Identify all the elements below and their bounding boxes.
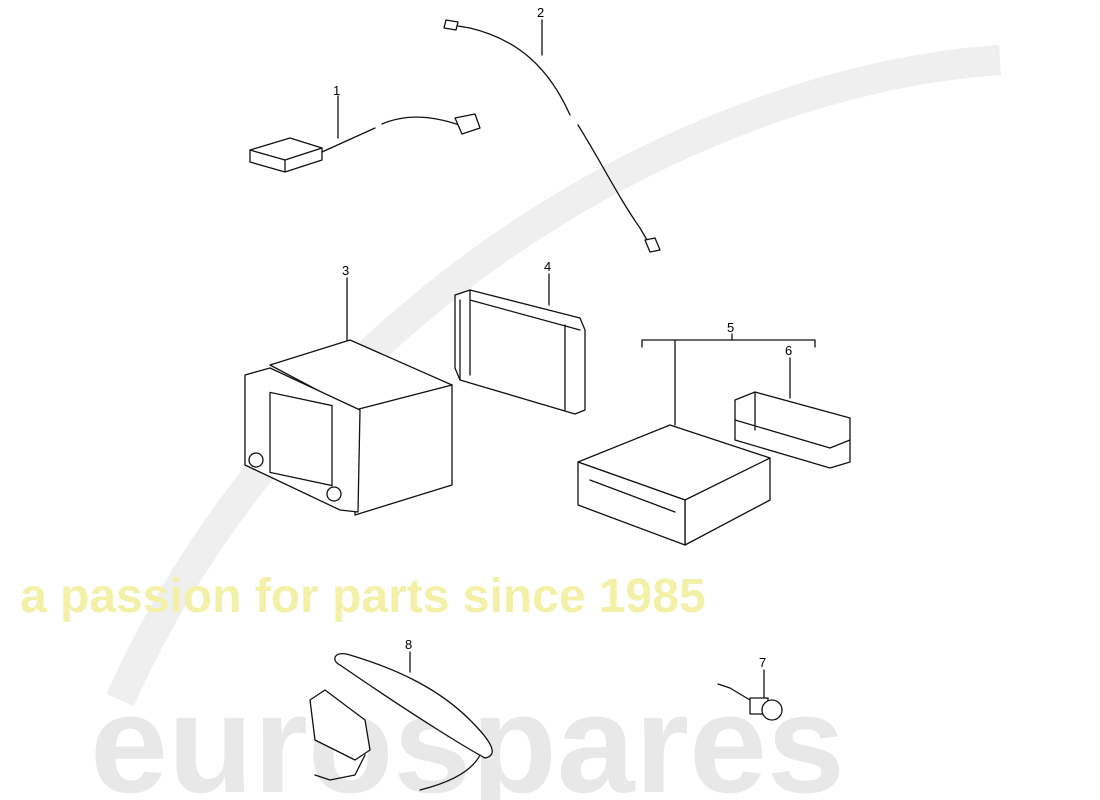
callout-5: 5 (727, 320, 734, 335)
callout-1: 1 (333, 83, 340, 98)
part-5-cd-changer[interactable]: 5 (577, 320, 816, 546)
callout-4: 4 (544, 259, 551, 274)
callout-2: 2 (537, 5, 544, 20)
part-4-mounting-frame[interactable]: 4 (454, 259, 586, 415)
callout-3: 3 (342, 263, 349, 278)
part-2-antenna-cable[interactable]: 2 (443, 5, 661, 253)
part-7-microphone[interactable]: 7 (717, 655, 783, 721)
callout-7: 7 (759, 655, 766, 670)
part-8-telephone-handset[interactable]: 8 (309, 637, 493, 791)
watermark: a passion for parts since 1985 eurospare… (20, 45, 1002, 800)
part-1-antenna-module[interactable]: 1 (249, 83, 481, 173)
part-3-navigation-unit[interactable]: 3 (244, 263, 453, 516)
callout-6: 6 (785, 343, 792, 358)
watermark-swoosh (106, 45, 1002, 707)
watermark-tagline: a passion for parts since 1985 (20, 570, 706, 623)
part-6-bracket[interactable]: 6 (734, 343, 851, 469)
callout-8: 8 (405, 637, 412, 652)
